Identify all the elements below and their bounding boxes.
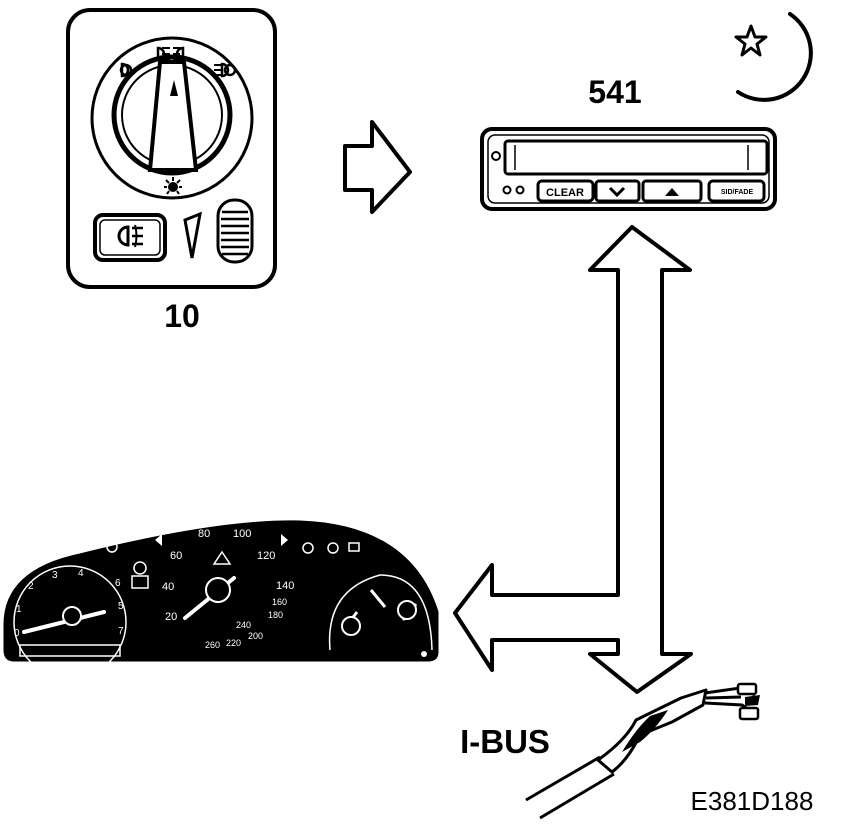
tach-tick-label: 2 [28,581,34,592]
speed-tick-label: 60 [170,550,182,562]
fog-light-button[interactable] [93,213,167,262]
display-unit: CLEAR SID/FADE [480,127,777,211]
fog-light-icon [117,224,143,248]
headlamp-low-beam-icon [156,46,185,62]
speed-tick-label: 200 [248,631,263,641]
tach-tick-label: 4 [78,568,84,579]
indicator-light-icon [106,541,118,553]
display-screen [503,139,769,176]
high-beam-icon [214,62,237,78]
clear-button-label: CLEAR [546,187,584,199]
fuel-pump-icon [421,651,427,657]
display-indicator-right [515,185,525,195]
seatbelt-icon [133,561,147,575]
i-bus-cable-icon [525,682,760,820]
warning-lights-row [106,534,360,589]
speed-tick-label: 120 [257,550,275,562]
indicator-light-icon [302,542,314,554]
turn-right-icon [281,534,288,546]
speed-tick-label: 260 [205,640,220,650]
figure-reference-label: E381D188 [691,786,814,816]
speed-tick-label: 40 [162,581,174,593]
dimmer-sun-icon [164,177,182,195]
speed-tick-label: 100 [233,528,251,540]
odometer-display [19,644,121,657]
cable-connector [736,682,758,696]
display-number-label: 541 [588,74,641,110]
speed-tick-label: 80 [198,528,210,540]
moon-star-icon [734,12,813,102]
tach-tick-label: 6 [115,578,121,589]
speed-tick-label: 160 [272,597,287,607]
chevron-down-icon [608,186,626,198]
up-button[interactable] [641,179,703,203]
turn-left-icon [155,534,162,546]
tach-tick-label: 0 [14,628,20,639]
speed-tick-label: 140 [276,580,294,592]
dimmer-wheel[interactable] [216,198,254,264]
tach-tick-label: 7 [118,626,124,637]
arrow-right-icon [343,120,412,214]
indicator-light-icon [348,542,360,552]
parking-light-icon [119,62,133,78]
clear-button[interactable]: CLEAR [536,179,595,203]
tachometer-gauge: 0 1 2 3 4 5 6 7 [13,565,127,679]
light-switch-panel [66,8,277,289]
display-indicator-left [502,185,512,195]
tach-tick-label: 5 [118,601,124,612]
cable-connector [738,706,760,721]
speed-tick-label: 20 [165,611,177,623]
boost-needle [369,589,387,608]
speed-tick-label: 220 [226,638,241,648]
triangle-up-icon [665,188,679,196]
switch-knob-grip [147,60,199,172]
dimmer-wedge-icon [183,211,202,259]
seatbelt-icon-body [131,575,149,589]
tach-tick-label: 3 [52,570,58,581]
sid-fade-button-label: SID/FADE [721,189,754,196]
down-button[interactable] [594,179,641,203]
switch-number-label: 10 [164,298,200,334]
indicator-light-icon [327,542,339,554]
sid-fade-button[interactable]: SID/FADE [707,179,766,203]
speed-tick-label: 240 [236,620,251,630]
instrument-cluster: 0 1 2 3 4 5 6 7 20 40 60 80 100 120 140 … [3,520,439,679]
fuel-temp-gauge [328,574,433,657]
i-bus-label: I-BUS [460,723,550,760]
display-light-sensor [491,151,501,161]
warning-triangle-icon [212,550,232,565]
speedometer-gauge: 20 40 60 80 100 120 140 160 180 200 220 … [162,528,294,650]
double-arrow-icon [453,225,693,694]
speed-tick-label: 180 [268,610,283,620]
tach-tick-label: 1 [16,604,22,615]
